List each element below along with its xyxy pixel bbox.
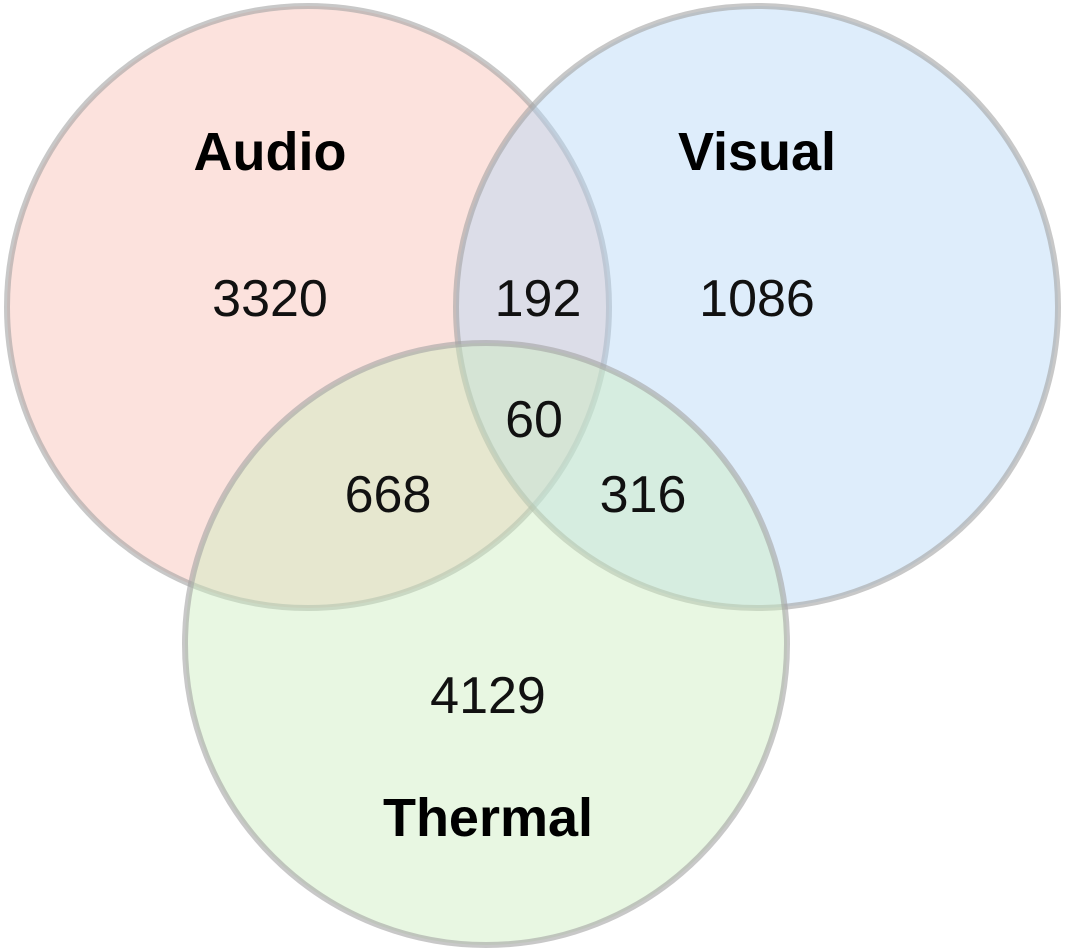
count-visual-thermal: 316 [600,466,687,524]
set-labels: Audio Visual Thermal [194,122,837,848]
count-audio-visual: 192 [495,270,582,328]
label-thermal: Thermal [383,788,593,848]
count-all-three: 60 [505,391,563,449]
count-audio-thermal: 668 [345,466,432,524]
region-counts: 3320 192 1086 60 668 316 4129 [212,270,815,725]
count-audio-only: 3320 [212,270,328,328]
label-visual: Visual [678,122,836,182]
label-audio: Audio [194,122,347,182]
circle-audio [4,3,612,611]
circle-thermal [182,340,790,948]
circle-visual [453,3,1061,611]
count-thermal-only: 4129 [430,667,546,725]
circles [4,3,1061,948]
count-visual-only: 1086 [699,270,815,328]
